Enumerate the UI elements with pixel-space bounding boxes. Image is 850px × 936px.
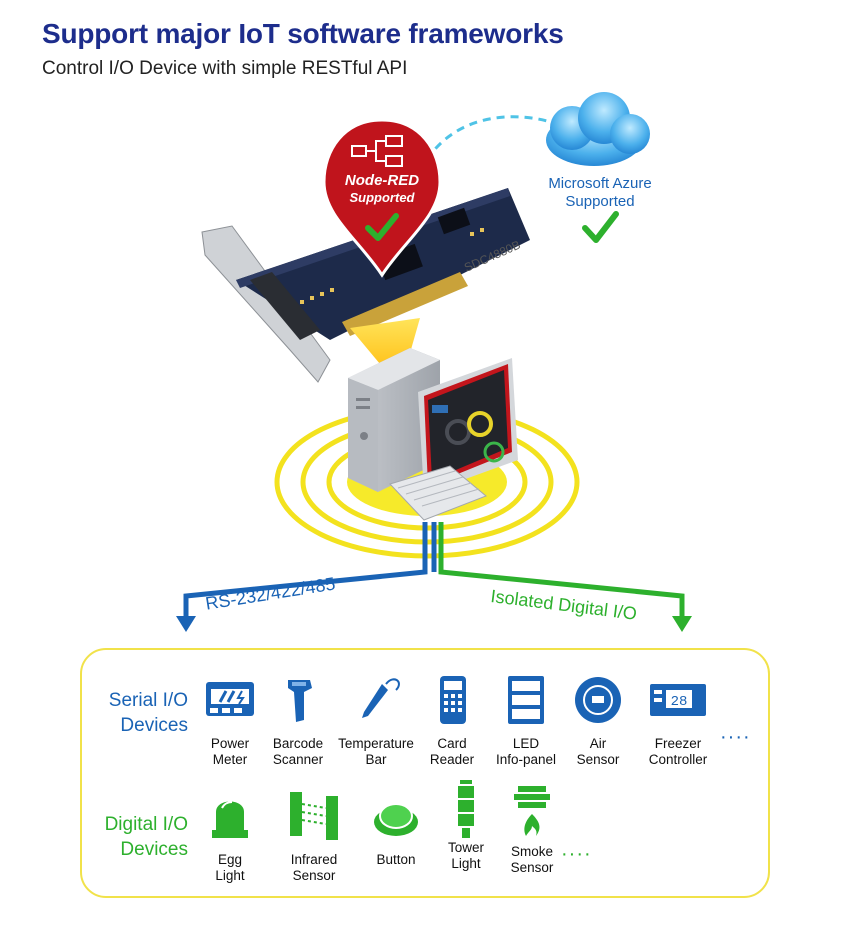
tower-label-2: Light (451, 856, 481, 871)
azure-label: Microsoft Azure Supported (530, 175, 670, 211)
digital-arrow-icon (672, 616, 692, 632)
azure-name: Microsoft Azure (548, 175, 652, 192)
air-label-2: Sensor (576, 752, 620, 767)
azure-check-icon (582, 211, 619, 243)
pc-tower (348, 348, 440, 492)
serial-heading-line2: Devices (120, 715, 188, 736)
temperature-bar-icon (362, 678, 400, 718)
freezer-display-text: 28 (671, 694, 688, 710)
monitor-dashboard (418, 358, 518, 506)
temperature-label-1: Temperature (338, 736, 414, 751)
node-red-flow-icon (351, 135, 403, 167)
egg-label-1: Egg (217, 852, 243, 867)
node-red-status: Supported (349, 190, 415, 205)
page-title: Support major IoT software frameworks (42, 18, 564, 49)
egg-light-icon (212, 801, 248, 838)
freezer-label-1: Freezer (654, 736, 702, 751)
serial-devices-heading: Serial I/O Devices (92, 688, 188, 738)
power-meter-icon (206, 682, 254, 716)
serial-heading-line1: Serial I/O (108, 690, 188, 711)
infrared-sensor-icon (290, 792, 338, 840)
freezer-controller-icon: 28 (650, 684, 706, 716)
air-sensor-icon (575, 677, 621, 723)
barcode-scanner-icon (288, 680, 312, 722)
digital-heading-line2: Devices (120, 839, 188, 860)
node-red-label: Node-RED Supported (322, 172, 442, 206)
cloud-link (418, 115, 561, 173)
azure-status: Supported (565, 193, 635, 210)
power-meter-label-1: Power (210, 736, 250, 751)
serial-more-ellipsis: ···· (720, 726, 751, 748)
barcode-label-1: Barcode (272, 736, 324, 751)
led-label-1: LED (512, 736, 540, 751)
device-button: Button (356, 790, 436, 868)
card-reader-label-1: Card (437, 736, 467, 751)
output-cables (183, 522, 685, 622)
smoke-label-1: Smoke (510, 844, 554, 859)
power-meter-label-2: Meter (212, 752, 248, 767)
temperature-label-2: Bar (365, 752, 387, 767)
button-label-1: Button (376, 852, 416, 867)
infrared-label-1: Infrared (290, 852, 338, 867)
smoke-sensor-icon (514, 786, 550, 836)
tower-light-icon (458, 780, 474, 838)
azure-cloud-icon (546, 92, 650, 166)
digital-devices-heading: Digital I/O Devices (92, 812, 188, 862)
card-reader-label-2: Reader (429, 752, 475, 767)
page-subtitle: Control I/O Device with simple RESTful A… (42, 58, 408, 79)
egg-label-2: Light (215, 868, 245, 883)
node-red-name: Node-RED (344, 172, 420, 189)
tower-label-1: Tower (447, 840, 484, 855)
digital-heading-line1: Digital I/O (104, 814, 188, 835)
led-info-panel-icon (508, 676, 544, 724)
infrared-label-2: Sensor (292, 868, 336, 883)
freezer-label-2: Controller (648, 752, 708, 767)
barcode-label-2: Scanner (272, 752, 324, 767)
serial-arrow-icon (176, 616, 196, 632)
air-label-1: Air (589, 736, 607, 751)
card-reader-icon (440, 676, 466, 724)
led-label-2: Info-panel (495, 752, 557, 767)
smoke-label-2: Sensor (510, 860, 554, 875)
digital-more-ellipsis: ···· (561, 843, 592, 865)
node-red-pin (322, 118, 442, 278)
button-icon (374, 803, 418, 836)
keyboard (389, 465, 487, 521)
